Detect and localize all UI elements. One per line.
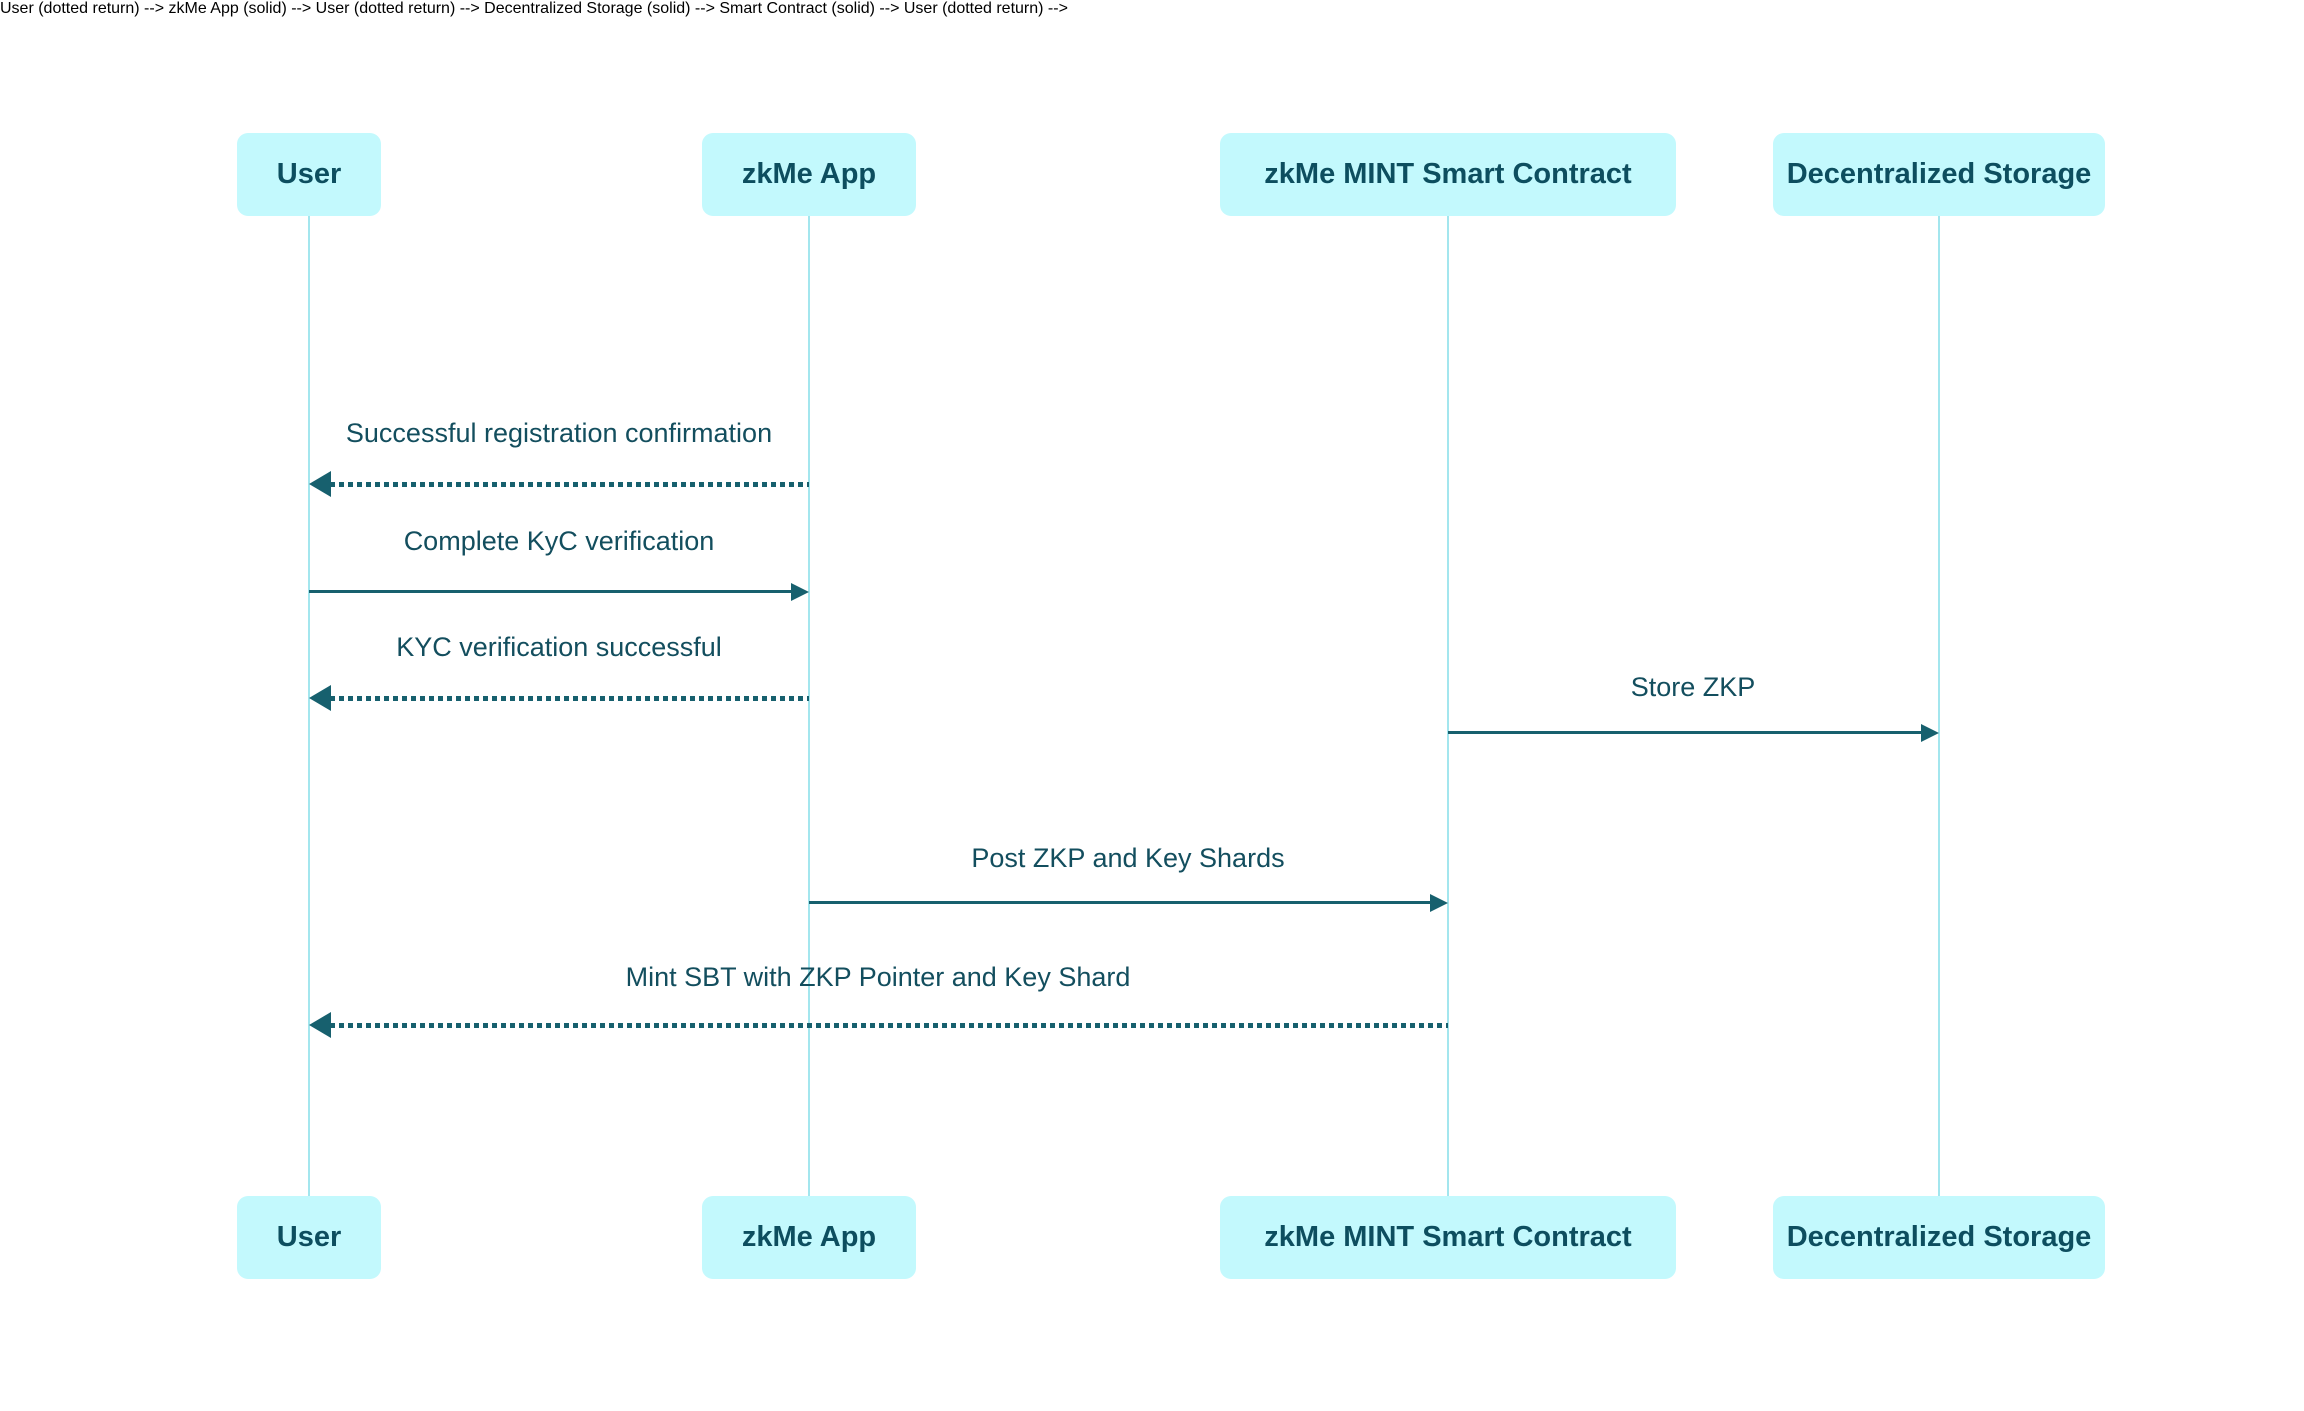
actor-decentralized-storage-top: Decentralized Storage [1773,133,2105,216]
actor-zkme-mint-smart-contract-bottom: zkMe MINT Smart Contract [1220,1196,1676,1279]
actor-zkme-app-bottom: zkMe App [702,1196,916,1279]
message-1-line [330,482,809,487]
lifeline-decentralized-storage [1938,216,1940,1196]
message-2-line [309,590,791,593]
actor-decentralized-storage-bottom: Decentralized Storage [1773,1196,2105,1279]
message-6-arrowhead-left-icon [309,1012,331,1038]
message-6-line [330,1023,1448,1028]
message-4-label: Store ZKP [1630,672,1756,702]
actor-user-bottom: User [237,1196,381,1279]
message-6-label: Mint SBT with ZKP Pointer and Key Shard [625,962,1131,992]
message-1-label: Successful registration confirmation [345,418,773,448]
lifeline-zkme-mint-smart-contract [1447,216,1449,1196]
message-1-arrowhead-left-icon [309,471,331,497]
message-3-line [330,696,809,701]
message-3-arrowhead-left-icon [309,685,331,711]
actor-user-top: User [237,133,381,216]
message-3-label: KYC verification successful [396,632,722,662]
message-5-label: Post ZKP and Key Shards [971,843,1285,873]
message-2-label: Complete KyC verification [403,526,715,556]
message-4-arrowhead-right-icon [1921,724,1939,742]
message-4-line [1448,731,1921,734]
message-5-line [809,901,1430,904]
actor-zkme-app-top: zkMe App [702,133,916,216]
actor-zkme-mint-smart-contract-top: zkMe MINT Smart Contract [1220,133,1676,216]
message-5-arrowhead-right-icon [1430,894,1448,912]
message-2-arrowhead-right-icon [791,583,809,601]
lifeline-zkme-app [808,216,810,1196]
